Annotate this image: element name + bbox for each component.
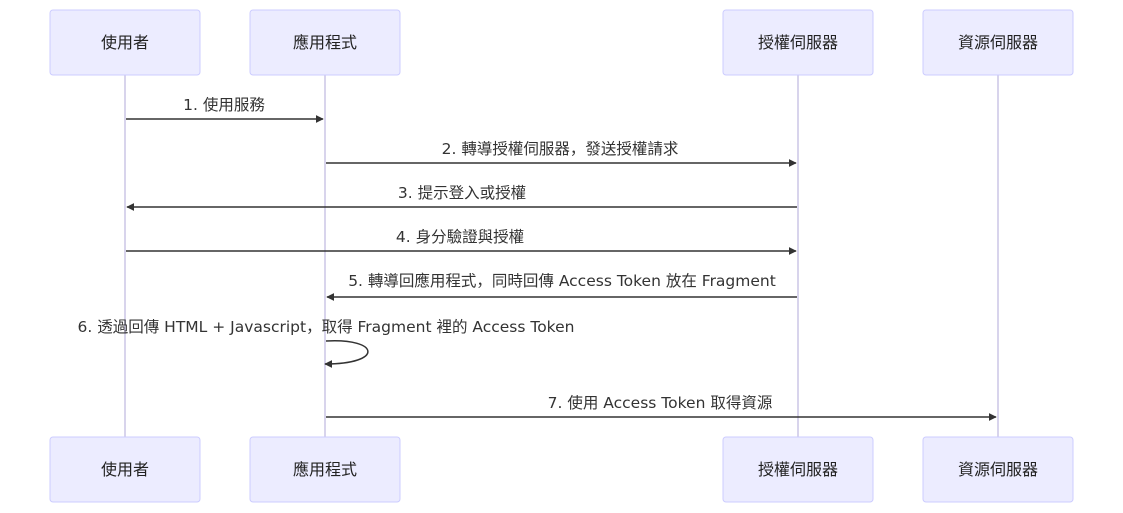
actor-label: 應用程式 — [293, 33, 357, 52]
actor-label: 授權伺服器 — [758, 460, 838, 479]
actor-top-auth: 授權伺服器 — [722, 9, 874, 76]
actor-top-user: 使用者 — [49, 9, 201, 76]
actor-label: 使用者 — [101, 460, 149, 479]
message-1: 1. 使用服務 — [126, 96, 324, 123]
message-label: 4. 身分驗證與授權 — [396, 228, 524, 246]
message-3: 3. 提示登入或授權 — [126, 184, 797, 211]
actor-label: 授權伺服器 — [758, 33, 838, 52]
message-label: 3. 提示登入或授權 — [398, 184, 526, 202]
actor-bottom-app: 應用程式 — [249, 436, 401, 503]
message-label: 7. 使用 Access Token 取得資源 — [548, 394, 773, 412]
message-label: 2. 轉導授權伺服器，發送授權請求 — [442, 140, 679, 158]
actor-bottom-user: 使用者 — [49, 436, 201, 503]
actor-bottom-auth: 授權伺服器 — [722, 436, 874, 503]
actor-label: 使用者 — [101, 33, 149, 52]
actor-label: 資源伺服器 — [958, 33, 1038, 52]
actor-label: 應用程式 — [293, 460, 357, 479]
message-7: 7. 使用 Access Token 取得資源 — [326, 394, 997, 421]
actor-bottom-resource: 資源伺服器 — [922, 436, 1074, 503]
message-label: 6. 透過回傳 HTML + Javascript，取得 Fragment 裡的… — [78, 318, 575, 336]
actor-top-app: 應用程式 — [249, 9, 401, 76]
message-label: 1. 使用服務 — [183, 96, 265, 114]
message-4: 4. 身分驗證與授權 — [126, 228, 797, 255]
message-5: 5. 轉導回應用程式，同時回傳 Access Token 放在 Fragment — [326, 271, 797, 301]
message-6: 6. 透過回傳 HTML + Javascript，取得 Fragment 裡的… — [78, 318, 575, 368]
actor-top-resource: 資源伺服器 — [922, 9, 1074, 76]
message-self-loop — [324, 340, 369, 368]
actor-label: 資源伺服器 — [958, 460, 1038, 479]
message-2: 2. 轉導授權伺服器，發送授權請求 — [326, 140, 797, 167]
message-label: 5. 轉導回應用程式，同時回傳 Access Token 放在 Fragment — [348, 271, 776, 290]
